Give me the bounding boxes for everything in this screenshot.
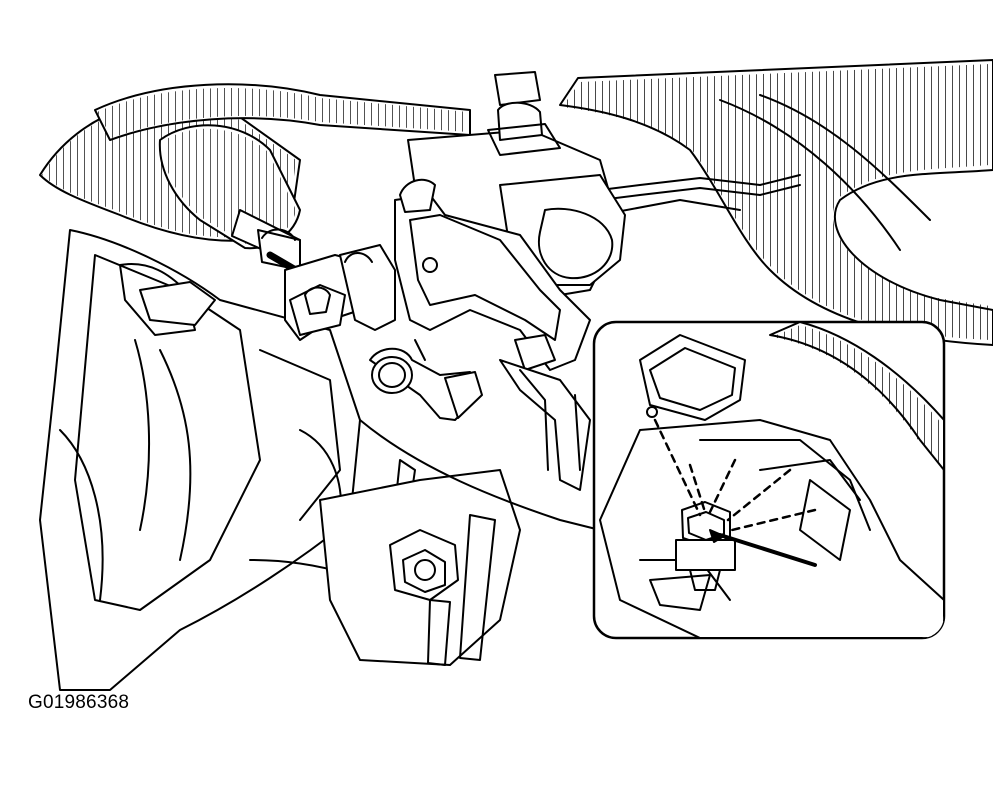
mounting-bolt xyxy=(390,530,458,600)
inset-housing xyxy=(600,420,944,638)
pointer-arrow xyxy=(720,535,815,565)
inset-bracket xyxy=(640,335,745,420)
detail-inset xyxy=(594,322,944,638)
wiring-harness xyxy=(360,420,600,530)
shift-cable-end xyxy=(258,230,395,340)
shift-control-lever xyxy=(395,180,590,490)
inset-corrugated-hose xyxy=(770,322,944,470)
selector-arm xyxy=(370,340,482,420)
figure-id-label: G01986368 xyxy=(28,692,130,713)
callout-leader-lines xyxy=(655,420,815,530)
air-intake-duct xyxy=(560,60,993,345)
upper-corrugated-hose xyxy=(95,84,470,140)
